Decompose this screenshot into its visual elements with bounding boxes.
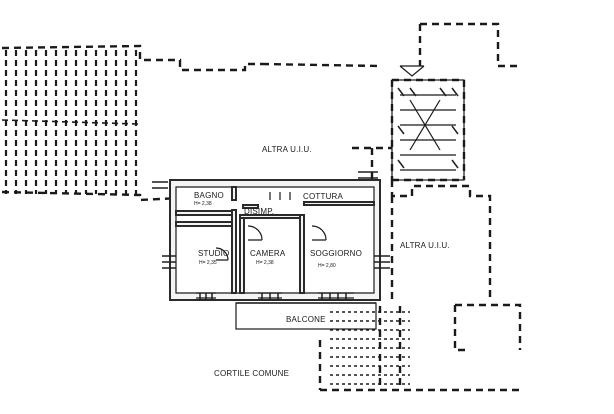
- label-bagno: BAGNO: [194, 191, 224, 200]
- label-studio: STUDIO: [198, 249, 229, 258]
- label-bagno-height: H= 2,38: [194, 201, 212, 207]
- stair-block: [390, 65, 466, 182]
- top-boundary-line: [261, 22, 520, 68]
- left-block-outline: [1, 44, 262, 202]
- left-hatched-block: [1, 50, 139, 194]
- bottom-hatching: [330, 311, 410, 385]
- label-altra-uiu-top: ALTRA U.I.U.: [262, 145, 312, 154]
- label-camera: CAMERA: [250, 249, 286, 258]
- label-studio-height: H= 2,35: [199, 260, 217, 266]
- label-soggiorno: SOGGIORNO: [310, 249, 362, 258]
- courtyard-boundary: [318, 306, 520, 392]
- right-unit-outline: [352, 146, 492, 300]
- label-soggiorno-height: H= 2,80: [318, 263, 336, 269]
- lower-right-outline: [453, 303, 522, 352]
- apartment-walls: [152, 171, 390, 301]
- label-balcone: BALCONE: [286, 315, 326, 324]
- label-cottura: COTTURA: [303, 192, 344, 201]
- label-cortile-comune: CORTILE COMUNE: [214, 369, 289, 378]
- balcony: [235, 302, 377, 330]
- label-camera-height: H= 2,38: [256, 260, 274, 266]
- label-altra-uiu-right: ALTRA U.I.U.: [400, 241, 450, 250]
- label-disimp: DISIMP.: [244, 207, 274, 216]
